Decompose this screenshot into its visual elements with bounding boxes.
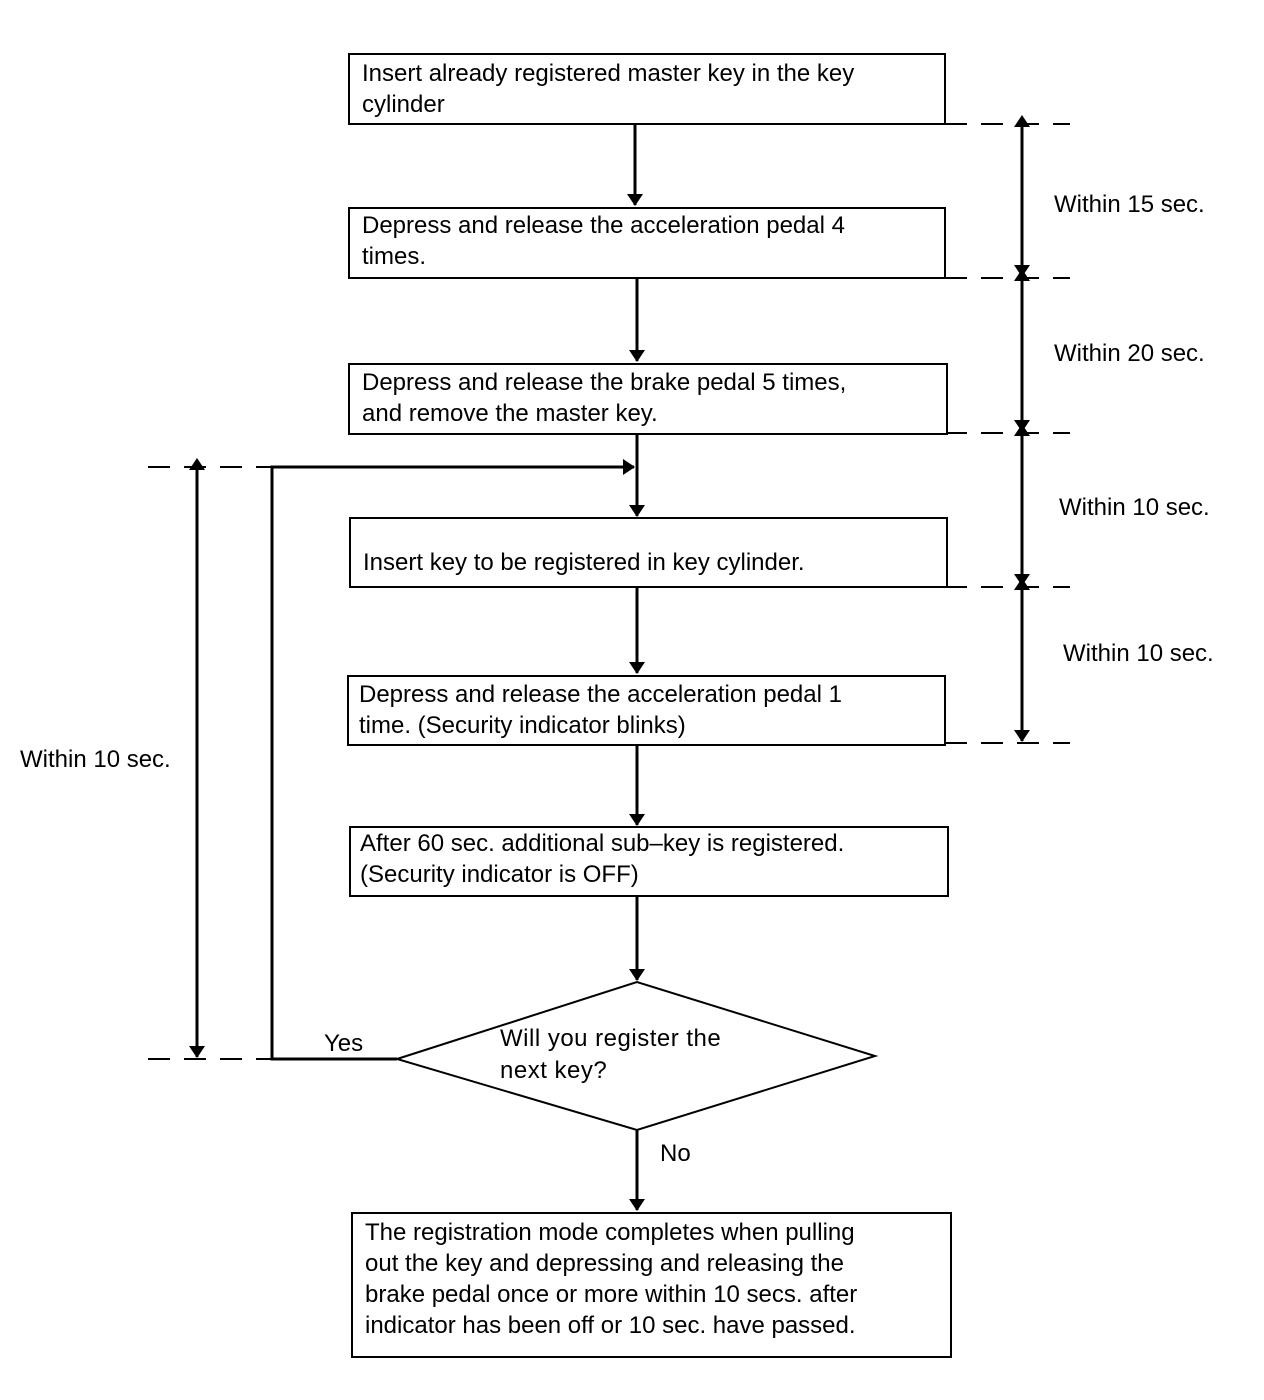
flow-connectors [270, 124, 645, 1211]
timing-label-10-sec-a: Within 10 sec. [1059, 494, 1210, 521]
decision-yes-label: Yes [324, 1030, 364, 1057]
timing-label-20-sec: Within 20 sec. [1054, 340, 1205, 367]
step-depress-accel-1: Depress and release the acceleration ped… [347, 675, 946, 746]
decision-diamond [393, 980, 879, 1132]
time-span-arrows [189, 115, 1030, 1058]
step-depress-accel-4: Depress and release the acceleration ped… [348, 207, 946, 279]
step-after-60-sec: After 60 sec. additional sub–key is regi… [349, 826, 949, 897]
step-depress-brake-5: Depress and release the brake pedal 5 ti… [348, 363, 948, 435]
decision-question: Will you register the next key? [500, 1025, 722, 1084]
step-registration-complete: The registration mode completes when pul… [351, 1212, 952, 1358]
timing-label-15-sec: Within 15 sec. [1054, 191, 1205, 218]
step-insert-master-key: Insert already registered master key in … [348, 53, 946, 125]
decision-no-label: No [660, 1140, 691, 1167]
time-guides [148, 123, 1070, 1060]
step-insert-new-key: Insert key to be registered in key cylin… [349, 517, 948, 588]
yes-loop-connector [270, 459, 635, 1061]
timing-label-10-sec-b: Within 10 sec. [1063, 640, 1214, 667]
timing-label-left-10-sec: Within 10 sec. [20, 746, 171, 773]
